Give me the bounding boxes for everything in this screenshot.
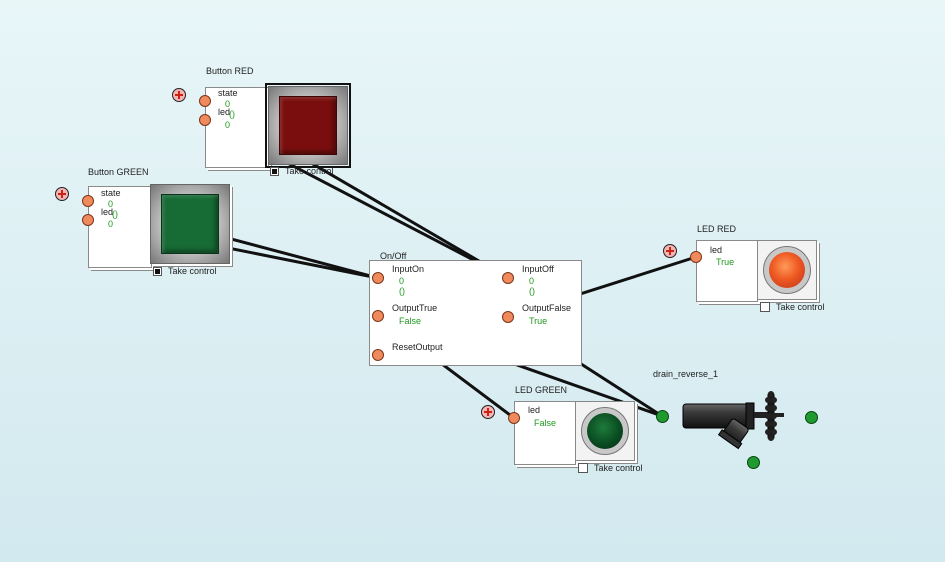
- onoff-resetoutput-label: ResetOutput: [392, 342, 443, 352]
- led-red-led-label: led: [710, 245, 723, 255]
- led-green-led-label: led: [528, 405, 541, 415]
- button-red-extra-value: (): [229, 109, 235, 119]
- onoff-inputon-port[interactable]: [372, 272, 384, 284]
- button-red-block[interactable]: [205, 87, 269, 168]
- onoff-resetoutput-port[interactable]: [372, 349, 384, 361]
- onoff-title: On/Off: [380, 251, 407, 261]
- onoff-block[interactable]: [369, 260, 582, 366]
- take-control-checkbox[interactable]: [578, 463, 588, 473]
- take-control-label: Take control: [594, 463, 643, 473]
- onoff-outputtrue-port[interactable]: [372, 310, 384, 322]
- led-red-light: [769, 252, 805, 288]
- led-green-led-value: False: [534, 418, 557, 428]
- button-green-image[interactable]: [150, 184, 230, 264]
- led-red-take-control[interactable]: Take control: [760, 302, 825, 312]
- button-green-state-port[interactable]: [82, 195, 94, 207]
- button-green-led-label: led: [101, 207, 114, 217]
- onoff-inputon-label: InputOn: [392, 264, 425, 274]
- button-red-state-port[interactable]: [199, 95, 211, 107]
- button-green-block[interactable]: [88, 186, 152, 268]
- onoff-inputon-value2: (): [399, 286, 405, 296]
- add-port-icon[interactable]: [55, 187, 69, 201]
- onoff-outputtrue-value: False: [399, 316, 422, 326]
- button-green-take-control[interactable]: Take control: [153, 266, 217, 276]
- onoff-inputoff-port[interactable]: [502, 272, 514, 284]
- green-button-cap: [161, 194, 219, 254]
- take-control-label: Take control: [168, 266, 217, 276]
- add-port-icon[interactable]: [663, 244, 677, 258]
- led-red-led-port[interactable]: [690, 251, 702, 263]
- onoff-outputfalse-port[interactable]: [502, 311, 514, 323]
- take-control-checkbox[interactable]: [270, 166, 279, 176]
- red-button-cap: [279, 96, 337, 155]
- led-ring: [581, 407, 629, 455]
- drain-output-port[interactable]: [805, 411, 818, 424]
- led-red-image[interactable]: [757, 240, 817, 300]
- drain-pipe-icon[interactable]: [680, 388, 792, 450]
- led-green-light: [587, 413, 623, 449]
- button-green-led-port[interactable]: [82, 214, 94, 226]
- led-green-take-control[interactable]: Take control: [578, 463, 643, 473]
- button-red-take-control[interactable]: Take control: [270, 166, 334, 176]
- button-green-state-label: state: [101, 188, 121, 198]
- take-control-checkbox[interactable]: [760, 302, 770, 312]
- led-green-image[interactable]: [575, 401, 635, 461]
- onoff-inputon-value: 0: [399, 276, 405, 286]
- led-green-block[interactable]: [514, 401, 576, 465]
- drain-title: drain_reverse_1: [653, 369, 719, 379]
- take-control-label: Take control: [285, 166, 334, 176]
- led-red-title: LED RED: [697, 224, 737, 234]
- drain-output-port-bottom[interactable]: [747, 456, 760, 469]
- button-red-state-value: 0: [225, 99, 231, 109]
- drain-input-port[interactable]: [656, 410, 669, 423]
- button-green-state-value: 0: [108, 199, 114, 209]
- led-red-led-value: True: [716, 257, 735, 267]
- button-red-led-value: 0: [225, 120, 231, 130]
- led-red-block[interactable]: [696, 240, 758, 302]
- take-control-label: Take control: [776, 302, 825, 312]
- onoff-inputoff-label: InputOff: [522, 264, 554, 274]
- onoff-outputfalse-value: True: [529, 316, 548, 326]
- button-red-image[interactable]: [265, 83, 351, 168]
- button-red-led-port[interactable]: [199, 114, 211, 126]
- led-green-led-port[interactable]: [508, 412, 520, 424]
- button-red-state-label: state: [218, 88, 238, 98]
- onoff-inputoff-value2: (): [529, 286, 535, 296]
- take-control-checkbox[interactable]: [153, 266, 162, 276]
- led-ring: [763, 246, 811, 294]
- onoff-outputtrue-label: OutputTrue: [392, 303, 438, 313]
- button-green-extra-value: (): [112, 209, 118, 219]
- add-port-icon[interactable]: [172, 88, 186, 102]
- add-port-icon[interactable]: [481, 405, 495, 419]
- onoff-outputfalse-label: OutputFalse: [522, 303, 572, 313]
- button-red-led-label: led: [218, 107, 231, 117]
- led-green-title: LED GREEN: [515, 385, 568, 395]
- onoff-inputoff-value: 0: [529, 276, 535, 286]
- button-green-led-value: 0: [108, 219, 114, 229]
- button-green-title: Button GREEN: [88, 167, 149, 177]
- button-red-title: Button RED: [206, 66, 254, 76]
